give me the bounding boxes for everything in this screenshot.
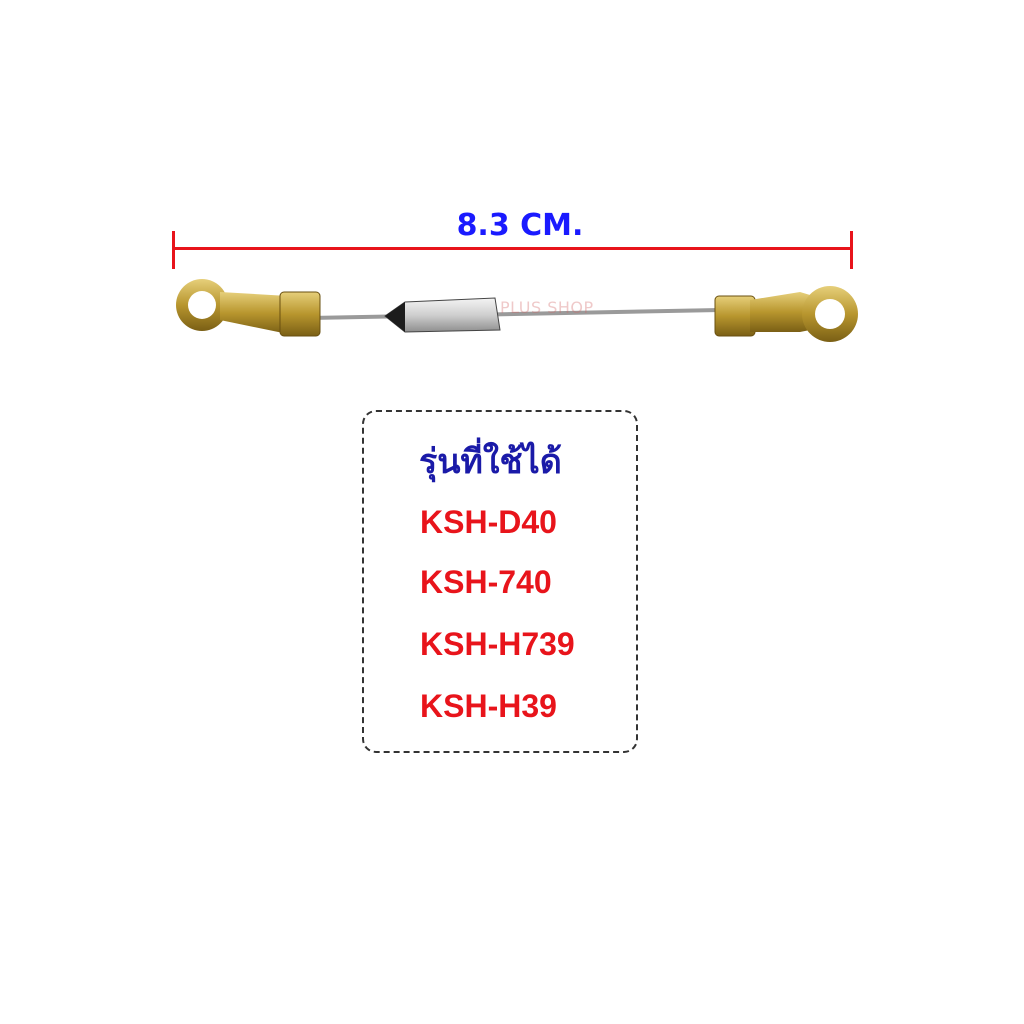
model-item: KSH-740	[420, 564, 552, 600]
model-item: KSH-H739	[420, 626, 575, 662]
dimension-line	[174, 247, 852, 250]
left-ring-terminal	[176, 279, 321, 337]
fuse-body	[384, 297, 501, 333]
dimension-tick-left	[172, 231, 175, 269]
watermark: PLUS SHOP	[500, 298, 594, 317]
model-item: KSH-H39	[420, 688, 557, 724]
dimension-label: 8.3 CM.	[456, 208, 584, 243]
thermal-fuse-image	[176, 279, 858, 342]
compatible-models-box: รุ่นที่ใช้ได้ KSH-D40 KSH-740 KSH-H739 K…	[362, 410, 638, 753]
wire	[309, 308, 721, 320]
model-item: KSH-D40	[420, 504, 557, 540]
right-ring-terminal	[714, 286, 858, 342]
compatible-models-title: รุ่นที่ใช้ได้	[419, 442, 562, 482]
dimension-tick-right	[850, 231, 853, 269]
